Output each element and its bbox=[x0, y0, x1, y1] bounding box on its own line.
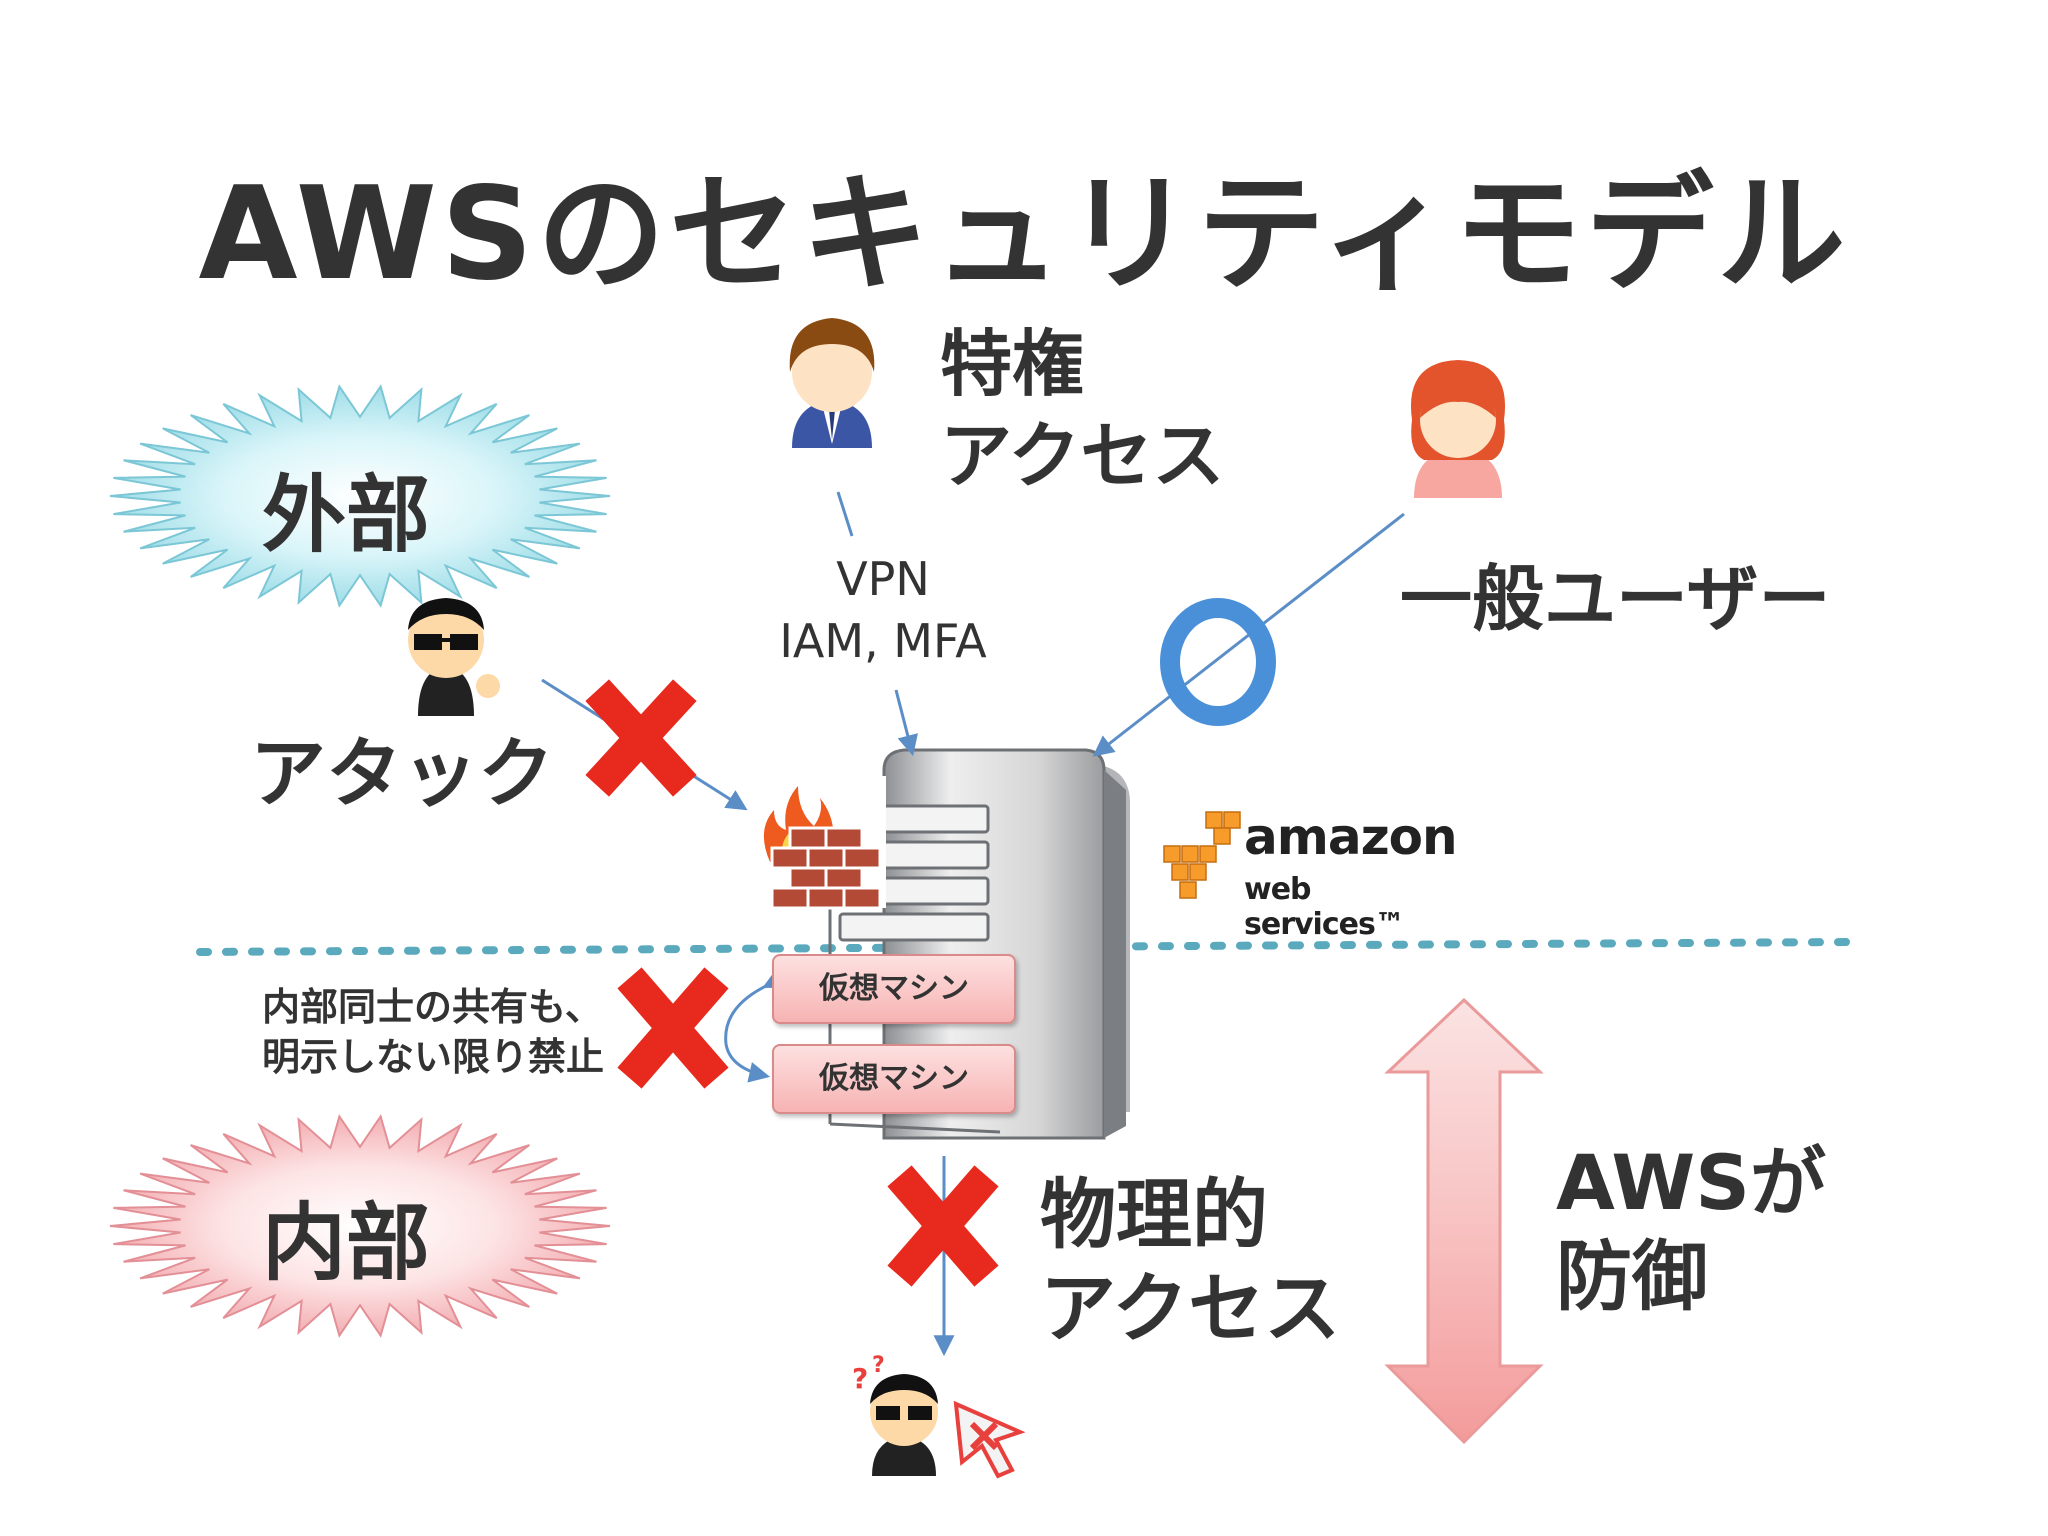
general-user-label: 一般ユーザー bbox=[1400, 557, 1831, 641]
privileged-user-icon bbox=[789, 318, 875, 448]
aws-logo: amazon web services™ bbox=[1162, 806, 1458, 942]
general-user-icon bbox=[1410, 360, 1506, 498]
privileged-access-label: 特権 アクセス bbox=[940, 318, 1224, 502]
internal-sharing-note: 内部同士の共有も、 明示しない限り禁止 bbox=[262, 982, 604, 1082]
aws-defends-label: AWSが 防御 bbox=[1556, 1136, 1826, 1324]
aws-logo-amazon-text: amazon bbox=[1244, 808, 1458, 866]
aws-logo-webservices-text: web services™ bbox=[1244, 872, 1405, 942]
vpn-label-line2: IAM, MFA bbox=[779, 614, 987, 668]
vpn-arrow-lower bbox=[894, 689, 918, 757]
internal-burst-shape bbox=[109, 1114, 611, 1338]
virtual-machine-1[interactable]: 仮想マシン bbox=[772, 954, 1016, 1024]
internal-label: 内部 bbox=[262, 1194, 431, 1292]
firewall-icon bbox=[744, 776, 886, 910]
privileged-label-line2: アクセス bbox=[940, 414, 1225, 498]
attack-label: アタック bbox=[250, 729, 554, 818]
svg-text:?: ? bbox=[852, 1362, 868, 1395]
vpn-arrow bbox=[836, 491, 854, 537]
allow-circle-icon[interactable] bbox=[1160, 598, 1276, 726]
attacker-icon bbox=[408, 598, 500, 716]
internal-note-line2: 明示しない限り禁止 bbox=[262, 1035, 605, 1079]
external-label: 外部 bbox=[262, 466, 431, 564]
vpn-label-line1: VPN bbox=[836, 552, 930, 606]
vpn-label: VPN IAM, MFA bbox=[752, 548, 1014, 672]
aws-defense-double-arrow bbox=[1384, 997, 1544, 1445]
vm-sharing-arrow bbox=[724, 969, 786, 1083]
physical-access-label: 物理的 アクセス bbox=[1040, 1168, 1340, 1356]
aws-defends-line1: AWSが bbox=[1556, 1138, 1826, 1227]
deny-attack-x-icon bbox=[585, 679, 697, 797]
external-burst-shape bbox=[109, 384, 611, 608]
svg-text:?: ? bbox=[872, 1353, 885, 1378]
privileged-label-line1: 特権 bbox=[940, 322, 1085, 406]
page-title: AWSのセキュリティモデル bbox=[198, 160, 1850, 309]
aws-defends-line2: 防御 bbox=[1556, 1232, 1708, 1321]
aws-cubes-icon bbox=[1163, 811, 1241, 899]
physical-label-line1: 物理的 bbox=[1040, 1170, 1268, 1259]
deny-physical-x-icon bbox=[887, 1165, 999, 1287]
physical-label-line2: アクセス bbox=[1040, 1264, 1341, 1353]
deny-internal-x-icon bbox=[617, 967, 729, 1089]
internal-note-line1: 内部同士の共有も、 bbox=[262, 985, 603, 1029]
boundary-dotted-line bbox=[196, 938, 1854, 956]
virtual-machine-2[interactable]: 仮想マシン bbox=[772, 1044, 1016, 1114]
server-icon bbox=[828, 748, 1130, 1140]
confused-person-icon: ? ? bbox=[852, 1353, 1026, 1479]
